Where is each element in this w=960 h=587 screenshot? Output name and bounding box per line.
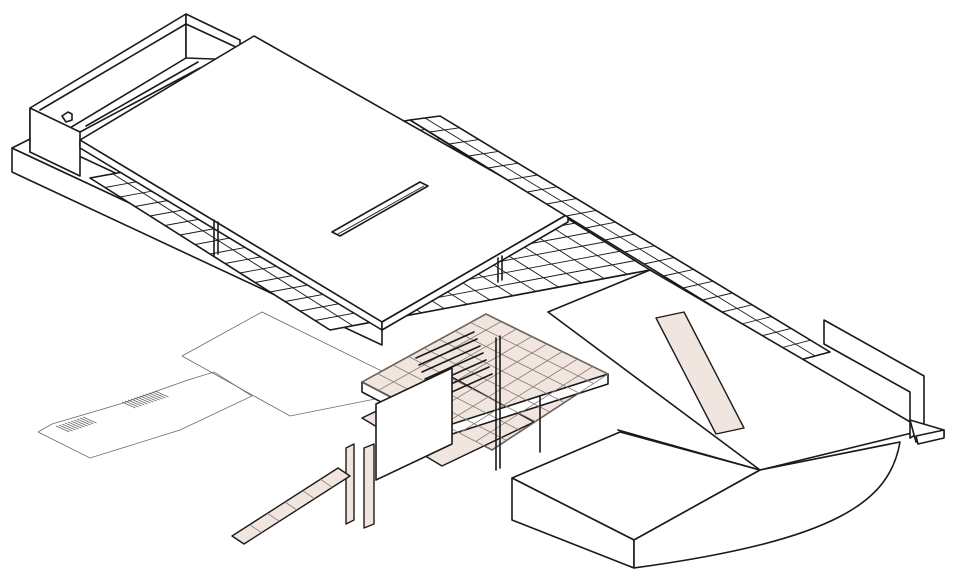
- right-building: [511, 269, 945, 569]
- paving-grid-right: [409, 115, 831, 361]
- small-chair-icon: [61, 111, 73, 123]
- left-courtyard-walls: [29, 13, 241, 177]
- entry-ramp: [231, 467, 351, 545]
- main-roof-slab: [79, 35, 569, 331]
- central-pavilion: [345, 313, 609, 529]
